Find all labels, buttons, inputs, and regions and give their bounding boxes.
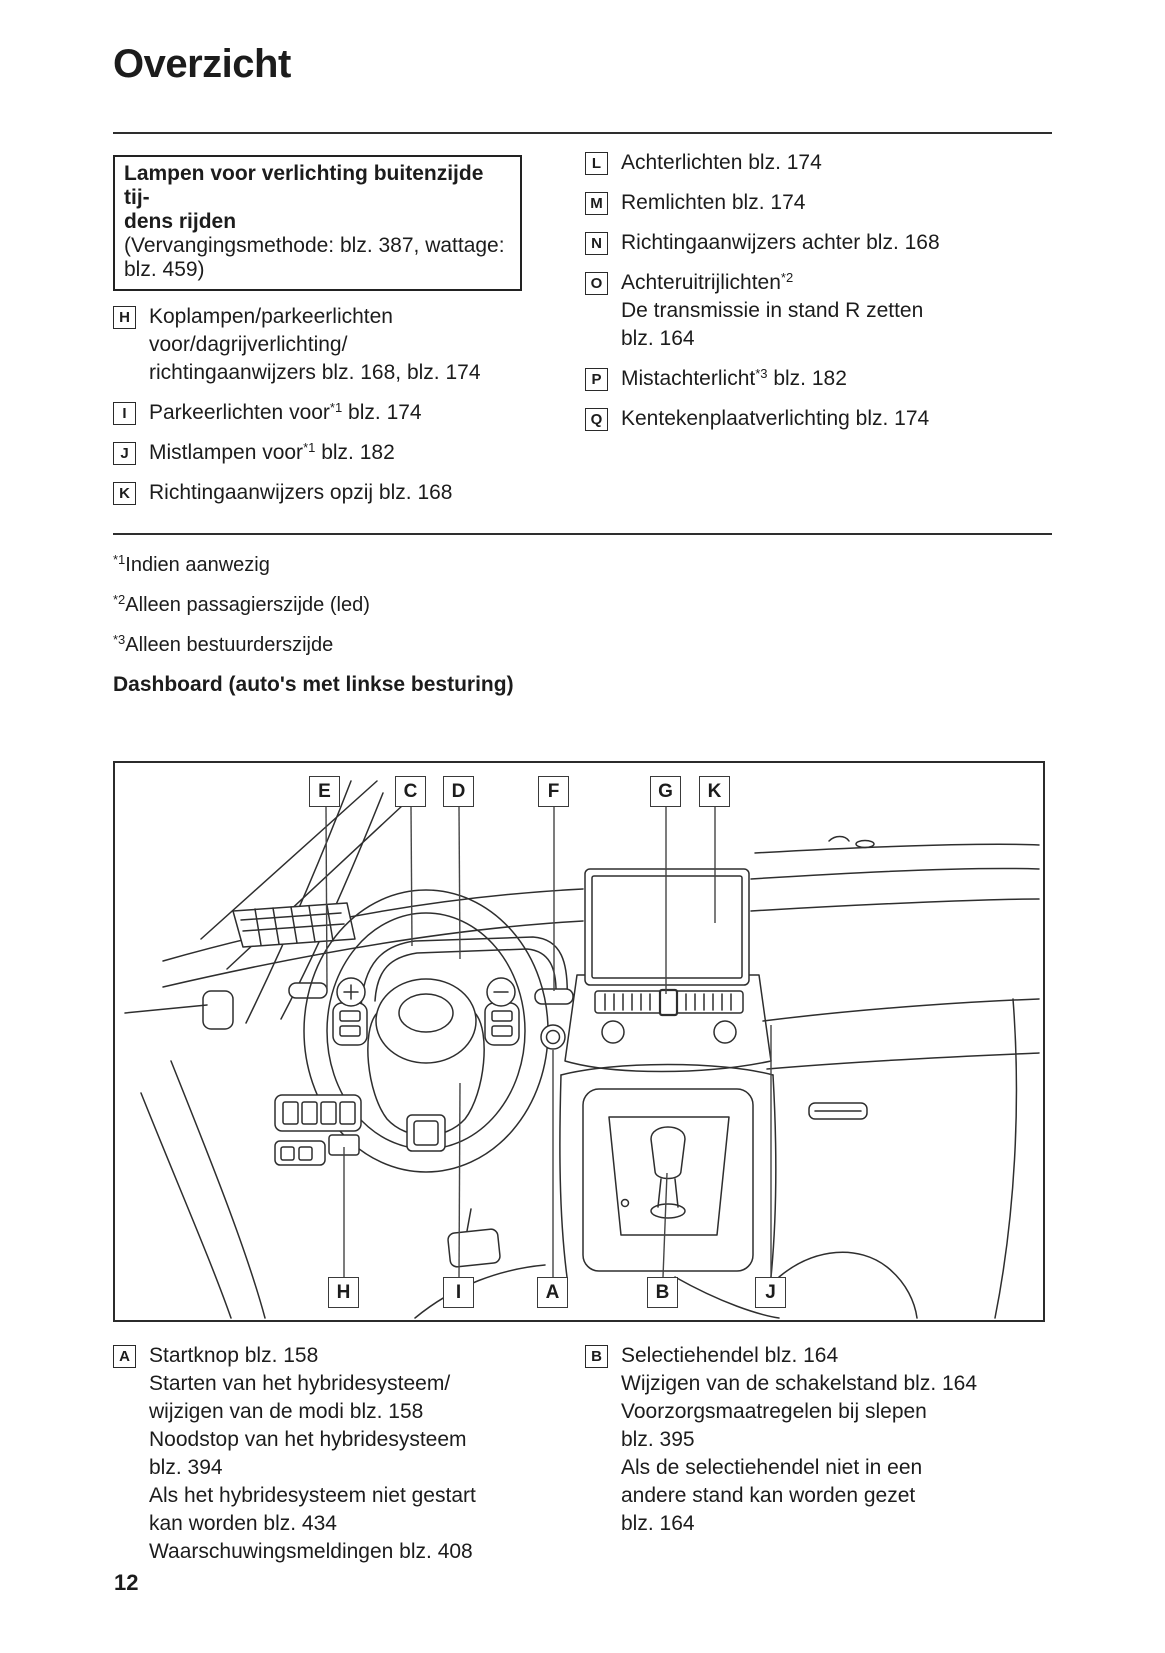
lights-left-column: Lampen voor verlichting buitenzijde tij-…: [113, 155, 585, 519]
dashboard-legend-left: A Startknop blz. 158 Starten van het hyb…: [113, 1342, 585, 1578]
key-letter-j: J: [113, 442, 136, 465]
callout-leader-lines: [325, 806, 772, 1278]
legend-item-h: H Koplampen/parkeerlichten voor/dagrijve…: [113, 303, 585, 387]
key-letter-o: O: [585, 272, 608, 295]
dashboard-illustration: E C D F G K H I A B J: [113, 761, 1045, 1322]
footnote-2: *2Alleen passagierszijde (led): [113, 592, 370, 616]
legend-text: Parkeerlichten voor*1 blz. 174: [149, 400, 422, 424]
callout-box-c: C: [395, 776, 426, 807]
lights-right-column: L Achterlichten blz. 174 M Remlichten bl…: [585, 149, 1052, 445]
legend-item-m: M Remlichten blz. 174: [585, 189, 1052, 217]
legend-item-l: L Achterlichten blz. 174: [585, 149, 1052, 177]
legend-item-k: K Richtingaanwijzers opzij blz. 168: [113, 479, 585, 507]
lights-header-box: Lampen voor verlichting buitenzijde tij-…: [113, 155, 522, 291]
page-number: 12: [114, 1570, 139, 1595]
legend-item-j: J Mistlampen voor*1 blz. 182: [113, 439, 585, 467]
legend-text: Richtingaanwijzers achter blz. 168: [621, 231, 940, 254]
key-letter-p: P: [585, 368, 608, 391]
dashboard-legend-right: B Selectiehendel blz. 164 Wijzigen van d…: [585, 1342, 1052, 1550]
key-letter-q: Q: [585, 408, 608, 431]
footnotes: *1Indien aanwezig *2Alleen passagierszij…: [113, 551, 1052, 659]
legend-item-p: P Mistachterlicht*3 blz. 182: [585, 365, 1052, 393]
key-letter-k: K: [113, 482, 136, 505]
legend-text: Mistachterlicht*3 blz. 182: [621, 366, 847, 390]
key-letter-l: L: [585, 152, 608, 175]
callout-box-b: B: [647, 1277, 678, 1308]
callout-box-g: G: [650, 776, 681, 807]
legend-text: Achterlichten blz. 174: [621, 151, 822, 174]
lights-header-bold: Lampen voor verlichting buitenzijde tij-…: [124, 162, 484, 233]
legend-text: Achteruitrijlichten*2 De transmissie in …: [621, 270, 924, 350]
callout-box-i: I: [443, 1277, 474, 1308]
legend-item-q: Q Kentekenplaatverlichting blz. 174: [585, 405, 1052, 433]
legend-item-b: B Selectiehendel blz. 164 Wijzigen van d…: [585, 1342, 1052, 1538]
legend-text: Selectiehendel blz. 164 Wijzigen van de …: [621, 1344, 978, 1535]
legend-item-i: I Parkeerlichten voor*1 blz. 174: [113, 399, 585, 427]
key-letter-h: H: [113, 306, 136, 329]
legend-item-n: N Richtingaanwijzers achter blz. 168: [585, 229, 1052, 257]
divider-middle: [113, 533, 1052, 535]
legend-text: Remlichten blz. 174: [621, 191, 806, 214]
legend-text: Richtingaanwijzers opzij blz. 168: [149, 481, 453, 504]
key-letter-m: M: [585, 192, 608, 215]
key-letter-a: A: [113, 1345, 136, 1368]
dashboard-legend-section: A Startknop blz. 158 Starten van het hyb…: [113, 1342, 1052, 1578]
footnote-1: *1Indien aanwezig: [113, 552, 270, 576]
divider-top: [113, 132, 1052, 134]
key-letter-i: I: [113, 402, 136, 425]
dashboard-line-art: [124, 780, 1040, 1319]
callout-box-j: J: [755, 1277, 786, 1308]
callout-box-f: F: [538, 776, 569, 807]
lights-legend-section: Lampen voor verlichting buitenzijde tij-…: [113, 151, 1052, 519]
key-letter-n: N: [585, 232, 608, 255]
legend-text: Mistlampen voor*1 blz. 182: [149, 440, 395, 464]
legend-text: Startknop blz. 158 Starten van het hybri…: [149, 1344, 476, 1563]
callout-box-h: H: [328, 1277, 359, 1308]
legend-text: Koplampen/parkeerlichten voor/dagrijverl…: [149, 305, 481, 384]
callout-box-k: K: [699, 776, 730, 807]
lights-header-normal: (Vervangingsmethode: blz. 387, wattage: …: [124, 234, 505, 281]
callout-box-e: E: [309, 776, 340, 807]
legend-item-a: A Startknop blz. 158 Starten van het hyb…: [113, 1342, 585, 1566]
key-letter-b: B: [585, 1345, 608, 1368]
callout-box-d: D: [443, 776, 474, 807]
dashboard-heading: Dashboard (auto's met linkse besturing): [113, 673, 514, 696]
footnote-3: *3Alleen bestuurderszijde: [113, 632, 334, 656]
legend-item-o: O Achteruitrijlichten*2 De transmissie i…: [585, 269, 1052, 353]
callout-box-a: A: [537, 1277, 568, 1308]
page-title: Overzicht: [113, 42, 291, 86]
legend-text: Kentekenplaatverlichting blz. 174: [621, 407, 930, 430]
